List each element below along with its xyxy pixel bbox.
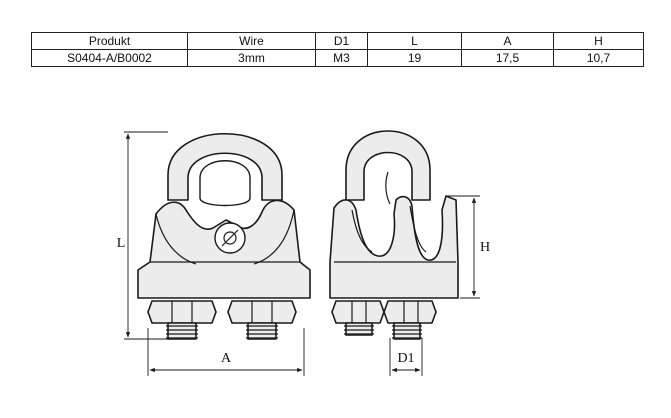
front-u-bolt-eye xyxy=(199,160,251,207)
label-A: A xyxy=(221,351,232,366)
dimension-A: A xyxy=(147,328,305,376)
spec-table: Produkt Wire D1 L A H S0404-A/B0002 3mm … xyxy=(31,32,644,67)
cell-d1: M3 xyxy=(315,49,368,67)
front-view xyxy=(137,133,311,340)
table-header-row: Produkt Wire D1 L A H xyxy=(31,32,644,50)
cell-l: 19 xyxy=(367,49,462,67)
label-L: L xyxy=(117,236,126,251)
dimension-H: H xyxy=(446,195,490,299)
side-saddle xyxy=(329,195,459,299)
front-u-bolt xyxy=(167,133,283,201)
side-nut-right xyxy=(383,300,437,324)
dimension-D1: D1 xyxy=(389,338,423,376)
label-D1: D1 xyxy=(397,351,414,366)
cell-a: 17,5 xyxy=(461,49,554,67)
side-view xyxy=(329,130,459,340)
side-nut-left xyxy=(331,300,385,324)
cell-wire: 3mm xyxy=(187,49,316,67)
side-threads xyxy=(344,322,422,340)
label-H: H xyxy=(480,240,490,255)
side-u-bolt xyxy=(345,130,431,201)
table-row: S0404-A/B0002 3mm M3 19 17,5 10,7 xyxy=(31,49,644,67)
cell-h: 10,7 xyxy=(553,49,644,67)
front-nut-left xyxy=(147,300,217,324)
front-nut-right xyxy=(227,300,297,324)
dimension-L: L xyxy=(117,131,168,340)
front-threads xyxy=(166,322,278,340)
